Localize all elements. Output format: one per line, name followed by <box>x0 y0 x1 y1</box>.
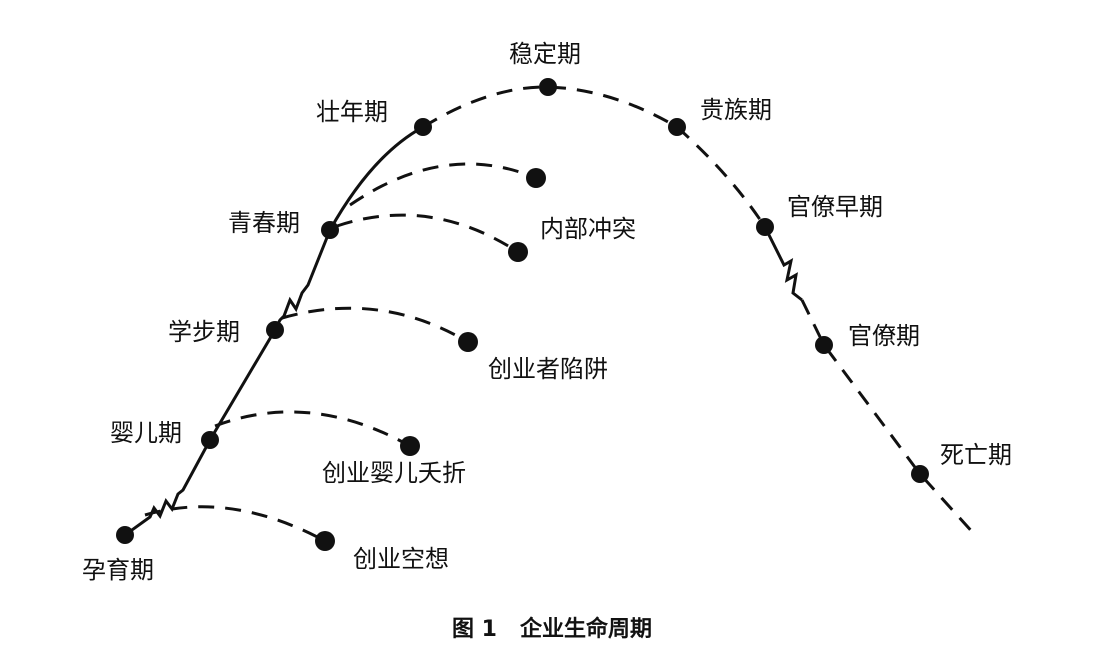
dot-gestation <box>116 526 134 544</box>
dot-prime <box>414 118 432 136</box>
label-infancy: 婴儿期 <box>110 419 182 447</box>
label-aristocracy: 贵族期 <box>700 96 772 124</box>
growth-curve-lower <box>124 229 332 537</box>
dot-aristocracy <box>668 118 686 136</box>
dot-infant-mortality <box>400 436 420 456</box>
dot-adolescence <box>321 221 339 239</box>
label-infant-mortality: 创业婴儿夭折 <box>322 459 466 487</box>
decline-zigzag <box>763 226 803 302</box>
label-prime: 壮年期 <box>316 98 388 126</box>
label-adolescence: 青春期 <box>228 209 300 237</box>
decline-curve-upper <box>676 125 767 228</box>
label-early-bureaucracy: 官僚早期 <box>787 193 883 221</box>
dot-fantasy <box>315 531 335 551</box>
label-founder-trap: 创业者陷阱 <box>488 355 608 383</box>
label-fantasy: 创业空想 <box>353 545 449 573</box>
dot-stable <box>539 78 557 96</box>
figure-caption: 图 1 企业生命周期 <box>452 616 652 642</box>
dot-go-go <box>266 321 284 339</box>
growth-curve-upper <box>328 125 424 231</box>
label-go-go: 学步期 <box>168 318 240 346</box>
dot-branch-upper <box>526 168 546 188</box>
dot-early-bureaucracy <box>756 218 774 236</box>
label-bureaucracy: 官僚期 <box>848 322 920 350</box>
dot-internal-conflict <box>508 242 528 262</box>
branch-infant-mortality <box>214 410 411 448</box>
label-stable: 稳定期 <box>509 40 581 68</box>
branch-fantasy <box>144 505 326 543</box>
branch-upper <box>349 162 537 207</box>
dot-founder-trap <box>458 332 478 352</box>
dot-bureaucracy <box>815 336 833 354</box>
label-gestation: 孕育期 <box>82 556 154 584</box>
branch-internal-conflict <box>336 213 519 254</box>
dot-death <box>911 465 929 483</box>
label-death: 死亡期 <box>940 441 1012 469</box>
branch-founder-trap <box>281 306 469 344</box>
dot-infancy <box>201 431 219 449</box>
peak-curve <box>422 85 678 129</box>
label-internal-conflict: 内部冲突 <box>540 215 636 243</box>
